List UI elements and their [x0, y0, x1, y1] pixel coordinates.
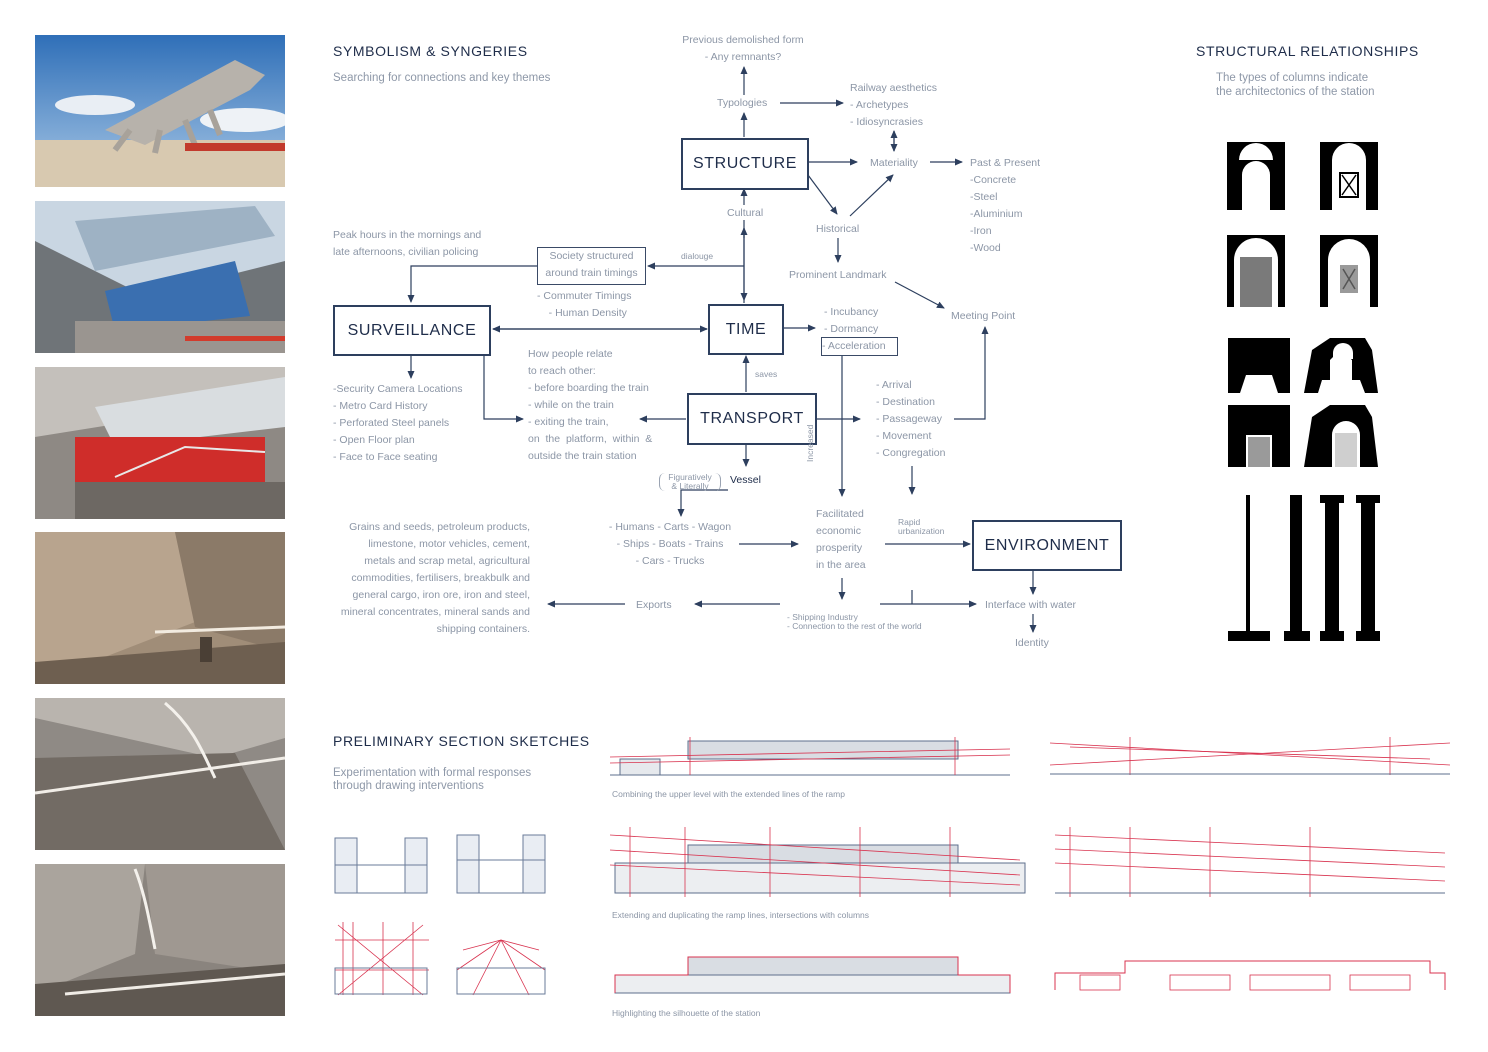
caption-combining: Combining the upper level with the exten… — [612, 789, 845, 799]
long-section-sketches — [610, 737, 1451, 994]
label-saves: saves — [755, 369, 778, 379]
classical-column-icon-2 — [1356, 495, 1380, 641]
label-identity: Identity — [1015, 637, 1049, 649]
label-typologies: Typologies — [717, 97, 768, 109]
caption-highlighting: Highlighting the silhouette of the stati… — [612, 1008, 761, 1018]
node-structure: STRUCTURE — [681, 138, 809, 190]
square-column-icon — [1284, 495, 1310, 641]
arch-column-icon-2 — [1320, 142, 1378, 210]
platform-render — [35, 201, 285, 353]
exterior-render — [35, 35, 285, 187]
label-security-list: -Security Camera Locations - Metro Card … — [333, 383, 463, 463]
label-figuratively: Figuratively & Literally — [659, 473, 721, 491]
classical-column-icon-1 — [1320, 495, 1344, 641]
symbolism-title: SYMBOLISM & SYNGERIES — [333, 43, 528, 59]
structural-subtitle: The types of columns indicate the archit… — [1216, 72, 1375, 98]
label-society-structured: Society structured around train timings — [537, 247, 646, 285]
label-dialouge: dialouge — [681, 251, 714, 261]
label-exports: Exports — [636, 599, 672, 611]
stepped-column-icon-3 — [1228, 405, 1290, 467]
caption-extending: Extending and duplicating the ramp lines… — [612, 910, 870, 920]
node-time: TIME — [708, 304, 784, 355]
tunnel-steps-render — [35, 864, 285, 1016]
label-rapid: Rapid urbanization — [898, 517, 945, 536]
label-peak-hours: Peak hours in the mornings and late afte… — [333, 229, 482, 258]
column-types-diagram — [1227, 142, 1380, 641]
label-acceleration: - Acceleration — [821, 337, 898, 356]
label-commuter: - Commuter Timings - Human Density — [537, 290, 632, 319]
label-interface: Interface with water — [985, 599, 1077, 611]
tunnel-render — [35, 698, 285, 850]
stepped-column-icon-2 — [1304, 338, 1378, 393]
small-section-sketches — [334, 834, 546, 996]
label-previous-form: Previous demolished form - Any remnants? — [682, 34, 804, 63]
underground-seating-render — [35, 532, 285, 684]
node-environment: ENVIRONMENT — [972, 520, 1122, 571]
node-transport: TRANSPORT — [687, 393, 817, 445]
symbolism-subtitle: Searching for connections and key themes — [333, 72, 551, 84]
label-shipping: - Shipping Industry - Connection to the … — [787, 612, 922, 631]
node-surveillance: SURVEILLANCE — [333, 305, 491, 356]
label-prominent-landmark: Prominent Landmark — [789, 269, 887, 281]
label-how-people: How people relate to reach other: - befo… — [528, 348, 653, 462]
label-facilitated: Facilitated economic prosperity in the a… — [816, 508, 866, 571]
label-historical: Historical — [816, 223, 860, 235]
sketches-title: PRELIMINARY SECTION SKETCHES — [333, 733, 590, 749]
label-grains: Grains and seeds, petroleum products, li… — [340, 521, 530, 635]
label-incubancy: - Incubancy - Dormancy — [824, 306, 879, 335]
label-increased: Increased — [805, 424, 815, 462]
train-interior-render — [35, 367, 285, 519]
arch-column-icon-3 — [1227, 235, 1285, 307]
label-arrival-list: - Arrival - Destination - Passageway - M… — [876, 379, 946, 459]
label-vessel: Vessel — [730, 474, 761, 486]
stepped-column-icon-4 — [1304, 405, 1378, 467]
label-humans: - Humans - Carts - Wagon - Ships - Boats… — [608, 521, 732, 567]
arch-column-icon-1 — [1227, 142, 1285, 210]
structural-title: STRUCTURAL RELATIONSHIPS — [1196, 43, 1419, 59]
label-meeting-point: Meeting Point — [951, 310, 1016, 322]
label-materiality: Materiality — [870, 157, 918, 169]
sketches-subtitle: Experimentation with formal responses th… — [333, 767, 532, 792]
thin-column-icon — [1228, 495, 1270, 641]
label-past-present: Past & Present -Concrete -Steel -Alumini… — [970, 157, 1041, 254]
stepped-column-icon-1 — [1228, 338, 1290, 393]
arch-column-icon-4 — [1320, 235, 1378, 307]
label-cultural: Cultural — [727, 207, 764, 219]
label-railway: Railway aesthetics - Archetypes - Idiosy… — [850, 82, 937, 128]
